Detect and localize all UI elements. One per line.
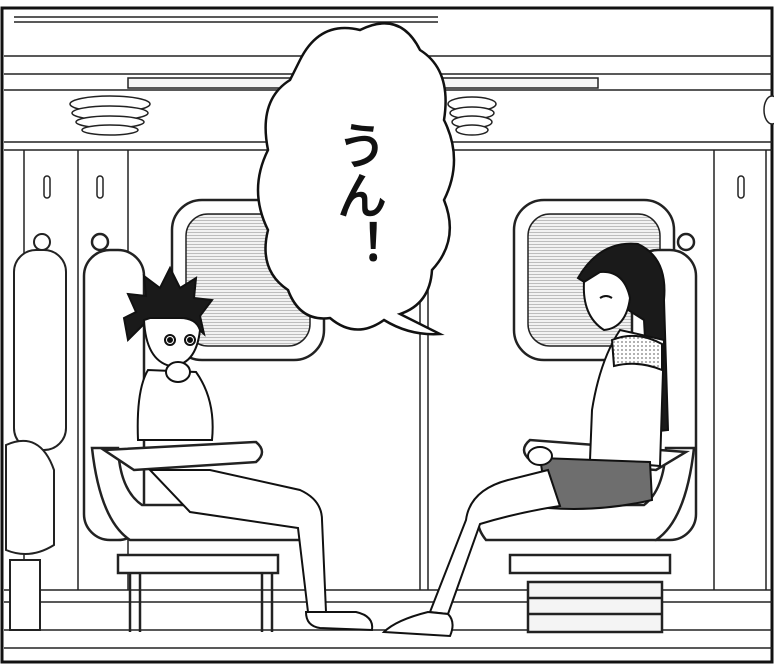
ceiling-vent-left (69, 95, 151, 136)
girl-character (381, 242, 670, 638)
ceiling-vent-center (447, 96, 497, 136)
speech-bubble-text: うん！ (329, 120, 387, 270)
speech-bubble-shape (256, 22, 456, 336)
ceiling-vent-right (763, 95, 774, 125)
boy-character (122, 265, 374, 632)
wall-panels (4, 150, 772, 603)
seat-far-left (5, 233, 67, 631)
